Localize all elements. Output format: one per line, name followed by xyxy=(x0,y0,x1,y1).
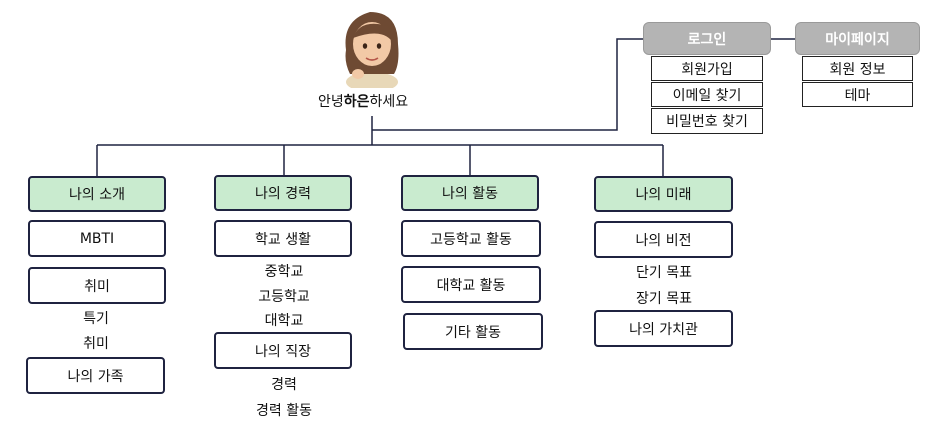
university-text: 대학교 xyxy=(264,313,304,329)
family-box[interactable]: 나의 가족 xyxy=(26,357,165,394)
section-header-activity[interactable]: 나의 활동 xyxy=(401,175,539,211)
mypage-button[interactable]: 마이페이지 xyxy=(795,22,920,55)
signup-button[interactable]: 회원가입 xyxy=(651,56,763,81)
high-school-activity-box[interactable]: 고등학교 활동 xyxy=(401,220,541,257)
experience-text: 경력 xyxy=(271,377,297,393)
find-email-button[interactable]: 이메일 찾기 xyxy=(651,82,763,107)
values-box[interactable]: 나의 가치관 xyxy=(594,310,733,347)
greeting-name: 하은 xyxy=(343,94,370,110)
vision-box[interactable]: 나의 비전 xyxy=(594,221,733,258)
theme-button[interactable]: 테마 xyxy=(802,82,913,107)
mbti-box[interactable]: MBTI xyxy=(28,220,166,257)
school-life-box[interactable]: 학교 생활 xyxy=(214,220,352,257)
find-password-button[interactable]: 비밀번호 찾기 xyxy=(651,108,763,134)
hobby-text: 취미 xyxy=(83,336,109,352)
university-activity-box[interactable]: 대학교 활동 xyxy=(401,266,541,303)
high-school-text: 고등학교 xyxy=(258,289,310,305)
memoji-avatar-icon xyxy=(345,12,399,92)
greeting-suffix: 하세요 xyxy=(369,94,409,110)
career-activity-text: 경력 활동 xyxy=(256,403,312,419)
long-term-goal-text: 장기 목표 xyxy=(636,291,692,307)
avatar xyxy=(336,4,408,92)
workplace-box[interactable]: 나의 직장 xyxy=(214,332,352,369)
section-header-future[interactable]: 나의 미래 xyxy=(594,176,733,212)
short-term-goal-text: 단기 목표 xyxy=(636,265,692,281)
login-button[interactable]: 로그인 xyxy=(643,22,771,55)
greeting-prefix: 안녕 xyxy=(318,94,344,110)
greeting: 안녕하은하세요 xyxy=(318,91,408,111)
middle-school-text: 중학교 xyxy=(264,264,304,280)
member-info-button[interactable]: 회원 정보 xyxy=(802,56,913,81)
section-header-intro[interactable]: 나의 소개 xyxy=(28,176,166,212)
section-header-career[interactable]: 나의 경력 xyxy=(214,175,352,211)
talent-text: 특기 xyxy=(83,311,109,327)
other-activity-box[interactable]: 기타 활동 xyxy=(403,313,543,350)
hobby-box[interactable]: 취미 xyxy=(28,267,166,304)
